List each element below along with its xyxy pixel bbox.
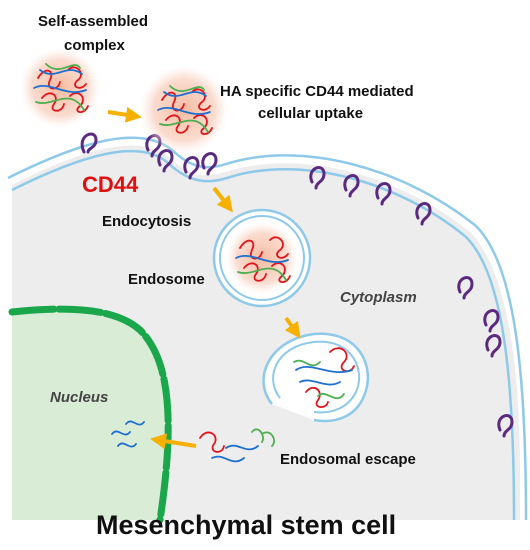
label-endosome: Endosome <box>128 271 205 288</box>
label-uptake-line2: cellular uptake <box>258 105 363 122</box>
arrow-to-nucleus <box>150 433 197 450</box>
label-uptake-line1: HA specific CD44 mediated <box>220 83 414 100</box>
receptor-11 <box>483 309 500 333</box>
arrow-to-endosome-2 <box>284 316 301 339</box>
receptor-6 <box>309 166 326 190</box>
receptor-1 <box>80 132 98 154</box>
nuclear-envelope <box>8 305 172 524</box>
receptor-7 <box>343 174 360 198</box>
label-complex-line2: complex <box>64 37 126 54</box>
complex-binding <box>140 66 228 154</box>
label-cd44: CD44 <box>82 172 139 197</box>
complex-outside <box>20 48 100 128</box>
receptor-8 <box>375 182 392 206</box>
cell-membrane-inner <box>11 149 516 521</box>
receptor-12 <box>485 334 502 358</box>
arrow-to-uptake <box>107 106 142 123</box>
complex-halo <box>20 48 100 128</box>
receptor-5 <box>201 152 218 176</box>
diagram-title: Mesenchymal stem cell <box>96 510 396 540</box>
complex-halo <box>140 66 228 154</box>
label-complex-line1: Self-assembled <box>38 13 148 30</box>
nuclear-cargo <box>111 420 145 448</box>
nucleus-region <box>12 309 169 520</box>
label-endocytosis: Endocytosis <box>102 213 191 230</box>
cd44-receptors <box>80 132 514 438</box>
label-endosomal-escape: Endosomal escape <box>280 451 416 468</box>
cell-membrane-outer <box>7 136 528 521</box>
arrows <box>107 106 301 450</box>
receptor-10 <box>457 276 474 300</box>
endosome-2 <box>262 332 370 423</box>
endosome-1 <box>212 208 312 308</box>
receptor-9 <box>415 202 432 226</box>
receptor-13 <box>497 414 514 438</box>
receptor-4 <box>183 156 200 180</box>
label-cytoplasm: Cytoplasm <box>340 289 417 306</box>
label-nucleus: Nucleus <box>50 389 108 406</box>
receptor-3 <box>157 149 174 173</box>
released-polymers <box>199 428 275 463</box>
arrow-endocytosis <box>212 186 233 213</box>
